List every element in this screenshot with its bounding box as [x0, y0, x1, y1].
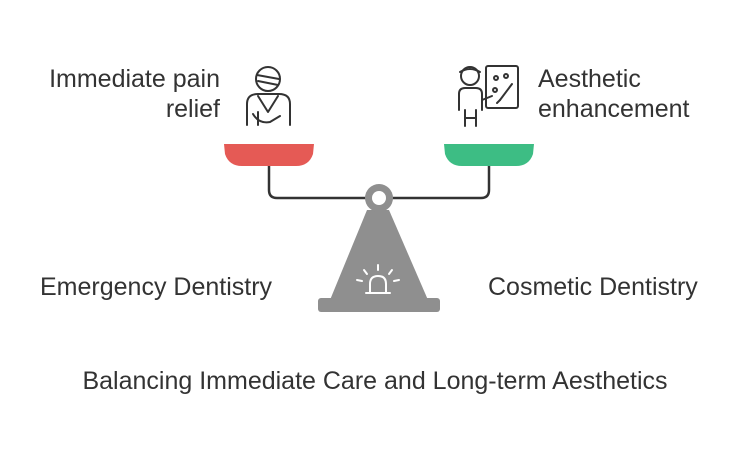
left-title: Emergency Dentistry [40, 273, 273, 301]
right-caption: Aesthetic enhancement [538, 65, 690, 123]
footer-caption: Balancing Immediate Care and Long-term A… [82, 367, 668, 395]
scale-pivot [365, 184, 393, 212]
left-caption: Immediate pain relief [49, 65, 220, 123]
right-title: Cosmetic Dentistry [488, 273, 698, 301]
alert-light-icon [356, 264, 400, 294]
painter-at-easel-icon [458, 65, 519, 127]
scale-base [318, 210, 440, 312]
injured-arm-sling-person-icon [246, 66, 291, 126]
right-pan [444, 144, 534, 166]
left-pan [224, 144, 314, 166]
